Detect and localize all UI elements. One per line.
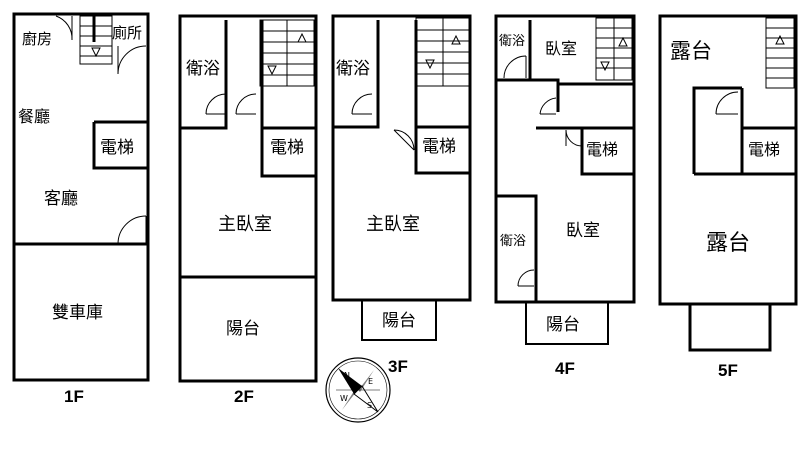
room-bathroom-top: 衛浴 [499, 34, 525, 49]
floor-label-3f: 3F [388, 357, 408, 376]
floor-2f: 衛浴 電梯 主臥室 陽台 2F [178, 14, 318, 406]
room-bathroom: 衛浴 [336, 59, 370, 79]
room-balcony: 陽台 [382, 311, 416, 331]
room-garage: 雙車庫 [52, 303, 103, 323]
room-master-bedroom: 主臥室 [218, 214, 272, 235]
room-elevator: 電梯 [586, 140, 618, 159]
room-bathroom: 衛浴 [186, 59, 220, 79]
room-master-bedroom: 主臥室 [366, 214, 420, 235]
floor-3f: 衛浴 電梯 主臥室 陽台 3F [331, 14, 472, 376]
floor-1f: 廚房 廁所 餐廳 電梯 客廳 雙車庫 1F [12, 12, 150, 406]
compass-west: W [340, 394, 348, 403]
room-terrace-main: 露台 [706, 231, 750, 256]
room-dining: 餐廳 [18, 107, 50, 126]
room-terrace-top: 露台 [670, 39, 712, 63]
room-bathroom-side: 衛浴 [500, 234, 526, 249]
floor-label-2f: 2F [234, 387, 254, 406]
room-toilet: 廁所 [112, 24, 142, 42]
room-kitchen: 廚房 [22, 30, 52, 48]
room-balcony: 陽台 [226, 319, 260, 339]
room-elevator: 電梯 [100, 138, 134, 158]
compass-north: N [344, 371, 350, 380]
floor-5f: 露台 電梯 露台 5F [658, 14, 798, 380]
compass-east: E [368, 377, 373, 386]
room-elevator: 電梯 [748, 140, 780, 159]
room-balcony: 陽台 [546, 315, 580, 335]
floor-label-1f: 1F [64, 387, 84, 406]
room-bedroom-top: 臥室 [545, 39, 577, 58]
room-living: 客廳 [44, 189, 78, 209]
room-elevator: 電梯 [422, 137, 456, 157]
compass-south: S [367, 401, 372, 410]
compass-rose: N S E W [325, 357, 391, 423]
floor-4f: 衛浴 臥室 電梯 衛浴 臥室 陽台 4F [494, 14, 636, 378]
room-elevator: 電梯 [270, 138, 304, 158]
room-bedroom-main: 臥室 [566, 221, 600, 241]
floor-label-5f: 5F [718, 361, 738, 380]
floor-label-4f: 4F [555, 359, 575, 378]
